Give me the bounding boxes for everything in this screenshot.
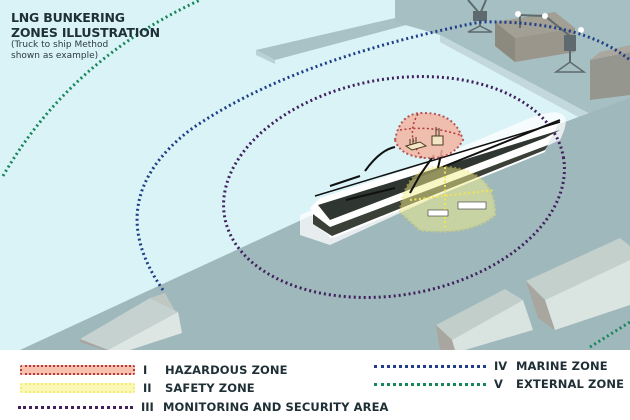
external-zone-boundary <box>1 0 201 177</box>
legend-label: EXTERNAL ZONE <box>516 377 625 391</box>
title-line-1: LNG BUNKERING <box>11 10 125 25</box>
safety-swatch <box>20 383 135 393</box>
subtitle-line-1: (Truck to ship Method <box>11 40 109 50</box>
shed-right <box>526 238 630 330</box>
crane-right <box>515 11 587 73</box>
safety-zone <box>398 165 497 233</box>
shed-middle <box>436 289 533 350</box>
legend-item-hazardous: I HAZARDOUS ZONE <box>20 361 288 379</box>
jetty <box>256 18 410 60</box>
bunkering-scene <box>0 0 630 350</box>
monitoring-swatch <box>18 405 133 409</box>
legend-numeral: II <box>143 381 152 395</box>
legend-item-external: V EXTERNAL ZONE <box>374 375 624 393</box>
legend-label: SAFETY ZONE <box>165 381 255 395</box>
warehouse-right <box>590 45 630 100</box>
legend-numeral: IV <box>494 359 508 373</box>
legend: I HAZARDOUS ZONE II SAFETY ZONE III MONI… <box>0 350 630 420</box>
subtitle-line-2: shown as example) <box>11 51 99 61</box>
legend-item-marine: IV MARINE ZONE <box>374 357 608 375</box>
hazardous-zone <box>393 111 465 160</box>
legend-numeral: I <box>143 363 148 377</box>
hazardous-swatch <box>20 365 135 375</box>
title-line-2: ZONES ILLUSTRATION <box>11 25 160 40</box>
external-swatch <box>374 382 486 386</box>
legend-label: MARINE ZONE <box>516 359 608 373</box>
shed-left <box>80 293 182 350</box>
crane-left <box>467 0 493 33</box>
monitoring-zone-boundary <box>222 75 566 299</box>
title-block: LNG BUNKERING ZONES ILLUSTRATION (Truck … <box>11 10 160 62</box>
legend-label: MONITORING AND SECURITY AREA <box>163 400 389 414</box>
legend-numeral: V <box>494 377 503 391</box>
legend-item-safety: II SAFETY ZONE <box>20 379 255 397</box>
legend-numeral: III <box>141 400 154 414</box>
marine-zone-boundary <box>135 20 630 291</box>
marine-swatch <box>374 364 486 368</box>
legend-item-monitoring: III MONITORING AND SECURITY AREA <box>18 398 389 416</box>
legend-label: HAZARDOUS ZONE <box>165 363 288 377</box>
